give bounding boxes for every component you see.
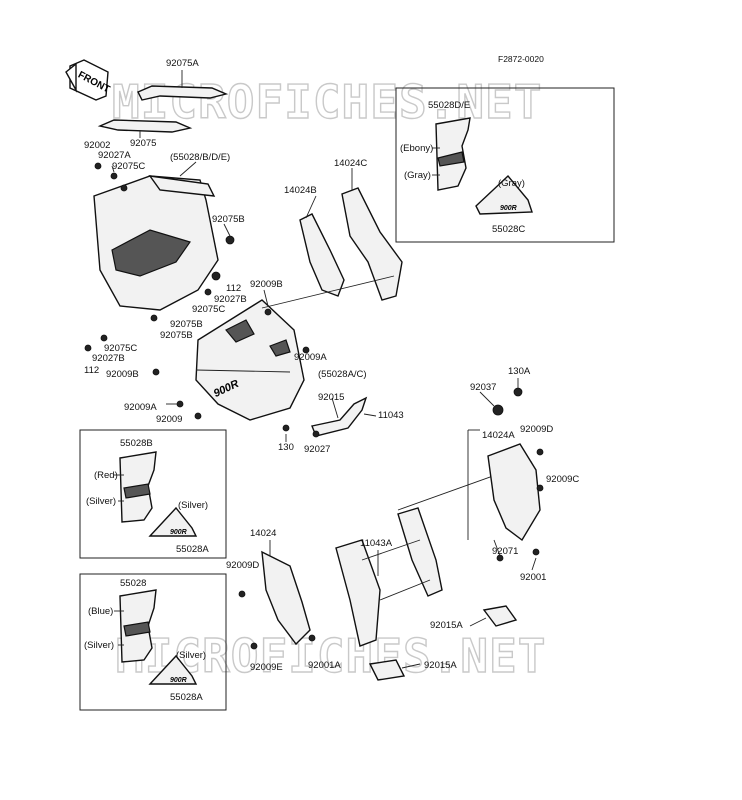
inset-mid-left-part: 55028B xyxy=(120,438,153,449)
label-112-a: 112 xyxy=(226,283,241,294)
watermark-top: MICROFICHES.NET xyxy=(112,75,542,129)
label-92075b-mid: 92075B xyxy=(170,319,203,330)
inset-mid-left-badge-part: 55028A xyxy=(176,544,209,555)
frame-11043a-part xyxy=(335,507,443,647)
label-92075c-top: 92075C xyxy=(112,161,145,172)
label-92015a-a: 92015A xyxy=(430,620,463,631)
inset-bottom-left-lower-color: (Silver) xyxy=(84,640,114,651)
label-92009b-top: 92009B xyxy=(250,279,283,290)
inset-bottom-left-badge-part: 55028A xyxy=(170,692,203,703)
inset-top-right-part: 55028D/E xyxy=(428,100,470,111)
inset-bottom-left-badge-color: (Silver) xyxy=(176,650,206,661)
label-92027b-b: 92027B xyxy=(92,353,125,364)
inset-top-right-badge-part: 55028C xyxy=(492,224,525,235)
inset-bottom-left-part: 55028 xyxy=(120,578,146,589)
label-92009c: 92009C xyxy=(546,474,579,485)
label-92001: 92001 xyxy=(520,572,546,583)
inset-bottom-left: 55028 (Blue) (Silver) 900R (Silver) 5502… xyxy=(79,573,227,711)
label-92009a-left: 92009A xyxy=(124,402,157,413)
left-lower-fairing-part xyxy=(93,175,219,311)
label-92075b-top: 92075B xyxy=(212,214,245,225)
inset-top-right: 55028D/E (Ebony) (Gray) 900R (Gray) 5502… xyxy=(395,87,615,243)
inset-top-right-badge: 900R xyxy=(500,205,517,212)
label-92037: 92037 xyxy=(470,382,496,393)
inset-bottom-left-upper-color: (Blue) xyxy=(88,606,113,617)
bolts xyxy=(84,162,544,650)
label-14024a: 14024A xyxy=(482,430,515,441)
inset-mid-left: 55028B (Red) (Silver) 900R (Silver) 5502… xyxy=(79,429,227,559)
inset-top-right-upper-color: (Ebony) xyxy=(400,143,433,154)
label-92009d-right: 92009D xyxy=(520,424,553,435)
label-92075c-left: 92075C xyxy=(104,343,137,354)
label-55028-a-c: (55028A/C) xyxy=(318,369,367,380)
label-130a: 130A xyxy=(508,366,531,377)
label-92075b-mid2: 92075B xyxy=(160,330,193,341)
label-92009e: 92009E xyxy=(250,662,283,673)
rod-upper xyxy=(261,275,395,309)
label-92015: 92015 xyxy=(318,392,344,403)
pad-92015a-upper xyxy=(482,605,518,627)
label-92071: 92071 xyxy=(492,546,518,557)
reference-code: F2872-0020 xyxy=(498,54,544,64)
inset-mid-left-upper-color: (Red) xyxy=(94,470,118,481)
label-92075c-mid: 92075C xyxy=(192,304,225,315)
label-92015a-b: 92015A xyxy=(424,660,457,671)
label-92002: 92002 xyxy=(84,140,110,151)
label-112-b: 112 xyxy=(84,365,99,376)
label-92001a: 92001A xyxy=(308,660,341,671)
inset-mid-left-badge-color: (Silver) xyxy=(178,500,208,511)
inset-mid-left-badge: 900R xyxy=(170,529,187,536)
bracket-14024b-part xyxy=(299,213,345,297)
label-11043: 11043 xyxy=(378,410,404,421)
bracket-14024-part xyxy=(261,550,311,646)
center-lower-fairing-part xyxy=(195,299,305,421)
inset-top-right-lower-color: (Gray) xyxy=(404,170,431,181)
inset-bottom-left-badge: 900R xyxy=(170,677,187,684)
label-92009a-right: 92009A xyxy=(294,352,327,363)
label-92009d-left: 92009D xyxy=(226,560,259,571)
top-bracket-part xyxy=(97,85,229,133)
label-14024: 14024 xyxy=(250,528,276,539)
label-92027b-a: 92027B xyxy=(214,294,247,305)
bracket-14024c-part xyxy=(341,187,403,301)
label-92027: 92027 xyxy=(304,444,330,455)
label-130: 130 xyxy=(278,442,294,453)
label-92009b-left: 92009B xyxy=(106,369,139,380)
label-55028-b-d-e: (55028/B/D/E) xyxy=(170,152,230,163)
main-labels: 92075A 92075 92002 92027A 92075C (55028/… xyxy=(84,58,579,673)
pad-92015a-lower xyxy=(368,659,406,681)
label-92027a: 92027A xyxy=(98,150,131,161)
inset-top-right-badge-color: (Gray) xyxy=(498,178,525,189)
inset-mid-left-lower-color: (Silver) xyxy=(86,496,116,507)
front-arrow-icon xyxy=(65,59,109,101)
label-11043a: 11043A xyxy=(360,538,393,549)
bracket-14024a-part xyxy=(487,443,541,542)
stay-11043-part xyxy=(311,396,368,437)
label-92075a: 92075A xyxy=(166,58,199,69)
label-14024b: 14024B xyxy=(284,185,317,196)
label-92075: 92075 xyxy=(130,138,156,149)
label-14024c: 14024C xyxy=(334,158,367,169)
label-92009: 92009 xyxy=(156,414,182,425)
leader-lines xyxy=(111,70,537,669)
